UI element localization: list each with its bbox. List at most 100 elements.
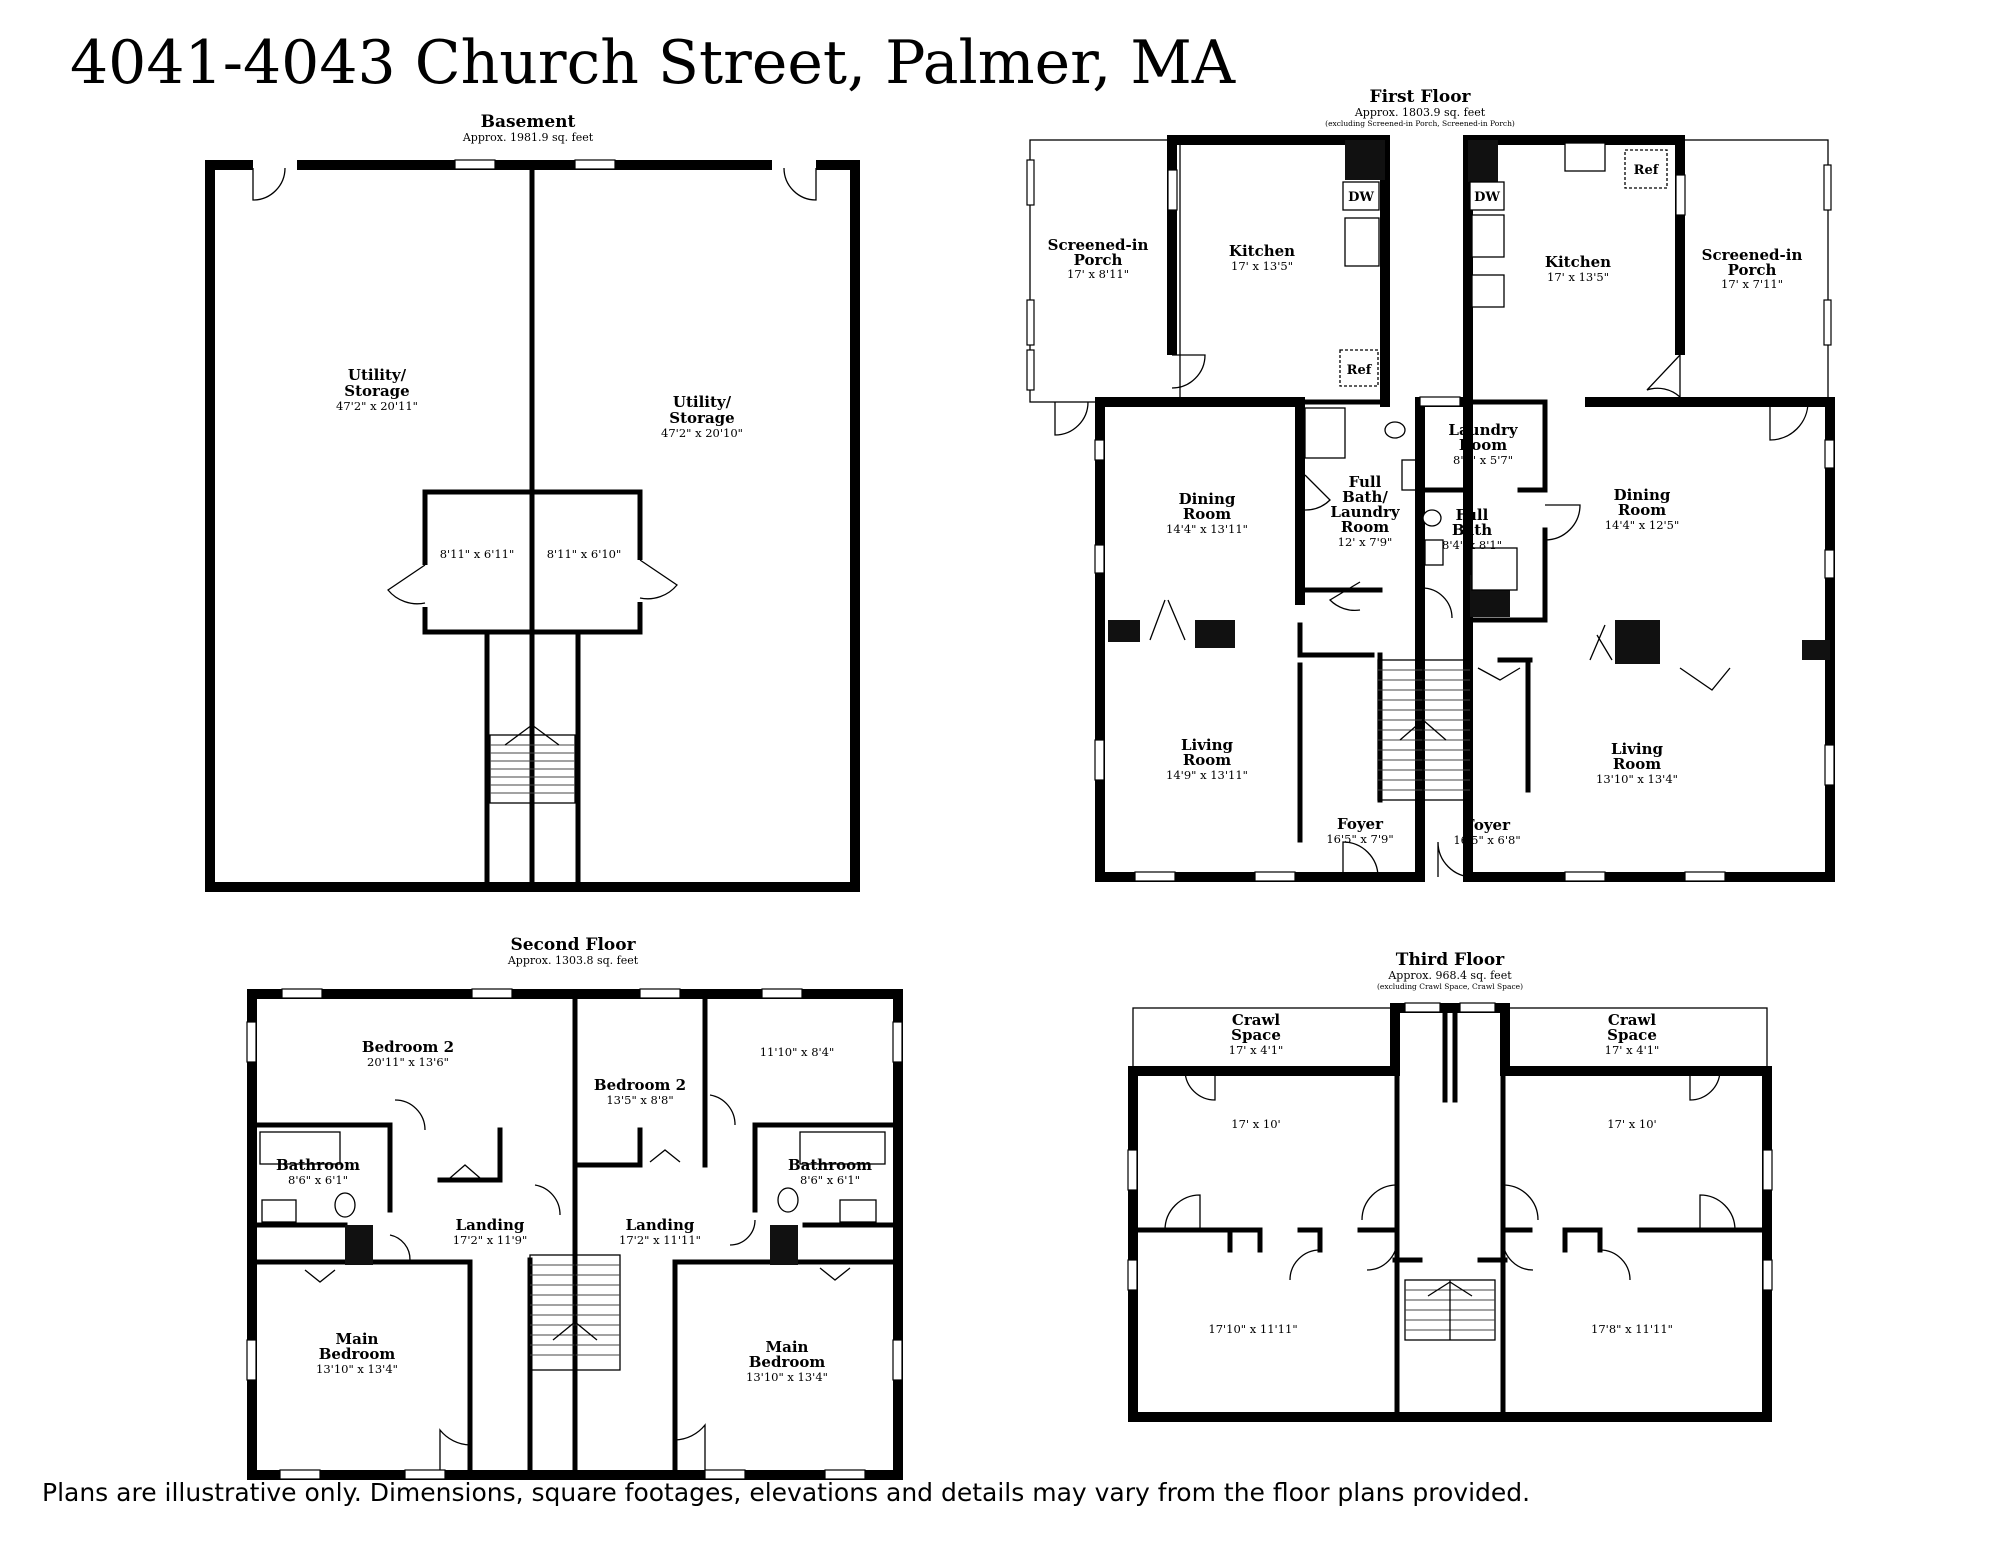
door-swing [1361, 1184, 1398, 1221]
room-name: Room [1341, 518, 1389, 536]
second-floor-stairs [529, 1254, 621, 1371]
room-name: Dining [1614, 486, 1671, 504]
room-dims: 8'6" x 6'1" [800, 1173, 860, 1187]
window [1026, 159, 1035, 206]
toilet [1422, 509, 1442, 527]
window [639, 988, 681, 999]
counter [1564, 142, 1606, 172]
room-wall [1297, 1227, 1323, 1253]
room-name: Crawl [1232, 1011, 1280, 1029]
fireplace [1195, 620, 1235, 648]
room-name: Full [1349, 473, 1382, 491]
chimney [1468, 140, 1498, 182]
door-swing [394, 1099, 426, 1131]
closet-door [649, 1149, 681, 1163]
door-swing [1342, 841, 1379, 878]
window [1254, 871, 1296, 882]
third-floor-note: (excluding Crawl Space, Crawl Space) [1377, 982, 1523, 991]
door-swing [1054, 401, 1089, 436]
closet-door [819, 1267, 851, 1281]
room-name: Porch [1074, 251, 1123, 269]
dw-label: DW [1348, 190, 1374, 205]
door-swing [1421, 587, 1453, 619]
room-name: Bedroom [319, 1345, 396, 1363]
door-swing [1646, 354, 1681, 398]
room-wall [1562, 1227, 1603, 1253]
room-dims: 17'2" x 11'9" [453, 1233, 528, 1247]
window [404, 1469, 446, 1480]
door-swing [252, 167, 286, 201]
room-dims: 8'6" x 6'1" [288, 1173, 348, 1187]
room-dims: 17' x 4'1" [1229, 1043, 1284, 1057]
door-swing [1699, 1194, 1736, 1231]
first-floor-stairs [1377, 659, 1471, 801]
room-dims: 17' x 7'11" [1721, 277, 1783, 291]
room-name: Utility/ [348, 366, 407, 384]
kitchen-sink [1471, 214, 1505, 258]
room-dims: 16'5" x 6'8" [1453, 833, 1520, 847]
room-dims: 13'10" x 13'4" [1596, 772, 1678, 786]
chimney [1345, 140, 1385, 180]
room-dims: 17' x 8'11" [1067, 267, 1129, 281]
door-opening [1167, 355, 1179, 400]
door-opening [253, 160, 297, 172]
window [1824, 439, 1835, 469]
door-swing [1171, 354, 1206, 389]
chimney [345, 1225, 373, 1265]
refrigerator [1339, 349, 1379, 387]
door-swing [709, 1094, 736, 1126]
room-name: Room [1613, 755, 1661, 773]
door-swing [1164, 1194, 1201, 1231]
stove [1471, 274, 1505, 308]
window [1823, 299, 1832, 346]
door-opening [772, 160, 816, 172]
window [1167, 169, 1178, 211]
third-floor-stairs [1404, 1279, 1496, 1341]
room-dims: 8'11" x 6'11" [440, 547, 515, 561]
room-dims: 17'10" x 11'11" [1208, 1322, 1297, 1336]
basement-area: Approx. 1981.9 sq. feet [462, 131, 594, 144]
room-name: Storage [344, 382, 409, 400]
room-name: Porch [1728, 261, 1777, 279]
door-swing [1689, 1070, 1721, 1101]
window [1404, 1002, 1441, 1013]
door-swing [534, 1184, 561, 1216]
door-swing [1366, 1239, 1398, 1271]
room-dims: 8'1" x 5'7" [1453, 453, 1513, 467]
room-dims: 17'8" x 11'11" [1591, 1322, 1673, 1336]
room-name: Room [1183, 751, 1231, 769]
room-name: Bedroom [749, 1353, 826, 1371]
shower [1471, 547, 1518, 591]
room-dims: 17'2" x 11'11" [619, 1233, 701, 1247]
basement-stairs [489, 724, 576, 804]
room-name: Main [336, 1330, 379, 1348]
room-name: Room [1459, 436, 1507, 454]
window [279, 1469, 321, 1480]
closet-door [304, 1269, 336, 1283]
door-swing [1769, 401, 1809, 441]
window [1459, 1002, 1496, 1013]
second-floor-plan: Second Floor Approx. 1303.8 sq. feet [246, 935, 903, 1480]
room-dims: 13'10" x 13'4" [316, 1362, 398, 1376]
door-swing [1502, 1184, 1539, 1221]
room-name: Screened-in [1048, 236, 1149, 254]
window [1094, 739, 1105, 781]
window [1684, 871, 1726, 882]
window [761, 988, 803, 999]
closet-door [1679, 667, 1731, 691]
window [574, 159, 616, 170]
room-dims: 17' x 10' [1231, 1117, 1280, 1131]
room-dims: 47'2" x 20'10" [661, 426, 743, 440]
laundry-wall [1517, 399, 1548, 493]
room-name: Space [1231, 1026, 1281, 1044]
room-dims: 14'4" x 13'11" [1166, 522, 1248, 536]
window [824, 1469, 866, 1480]
toilet [334, 1192, 356, 1218]
window [1823, 164, 1832, 211]
ref-label: Ref [1634, 163, 1660, 178]
room-dims: 13'10" x 13'4" [746, 1370, 828, 1384]
room-name: Room [1618, 501, 1666, 519]
room-name: Crawl [1608, 1011, 1656, 1029]
window [1094, 439, 1105, 461]
